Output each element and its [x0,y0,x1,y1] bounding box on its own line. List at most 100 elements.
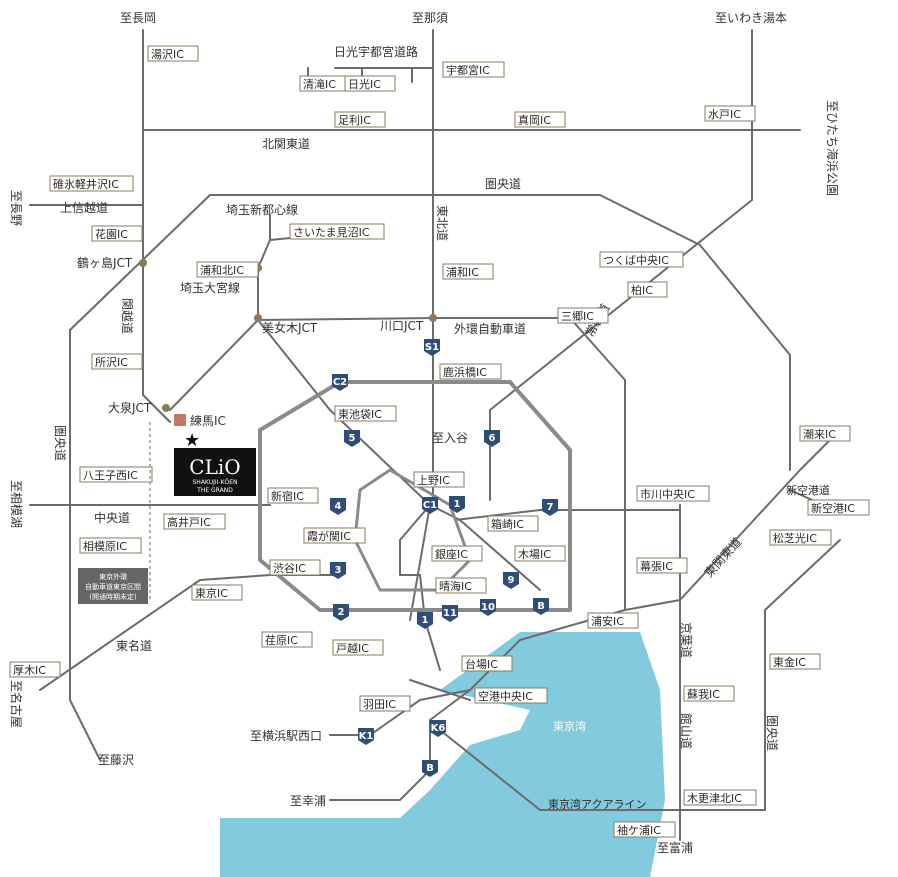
ic-moka: 真岡IC [514,111,566,128]
ic-takaido: 高井戸IC [163,513,226,530]
ic-kasumigaseki: 霞が関IC [303,527,366,544]
svg-text:C2: C2 [333,377,347,388]
svg-text:台場IC: 台場IC [465,657,498,671]
road-aqualine: 東京湾アクアライン [548,797,646,811]
svg-text:鹿浜橋IC: 鹿浜橋IC [443,365,487,379]
ic-hakozaki: 箱崎IC [487,515,539,532]
svg-text:宇都宮IC: 宇都宮IC [446,63,490,77]
svg-text:B: B [426,763,434,774]
svg-text:S1: S1 [425,342,439,353]
svg-text:B: B [537,601,545,612]
route-badge-r10: 10 [480,599,496,616]
dest-iwaki: 至いわき湯本 [715,11,787,25]
ic-kukochuo: 空港中央IC [474,687,548,704]
ic-yuzawa: 湯沢IC [147,45,199,62]
ic-ginza: 銀座IC [431,545,483,562]
svg-text:10: 10 [481,602,495,613]
ic-nerima: 練馬IC [190,414,226,428]
svg-text:戸越IC: 戸越IC [336,641,369,655]
ic-matsushiba: 松芝光IC [769,529,832,546]
svg-text:5: 5 [349,433,356,444]
ic-togane: 東金IC [769,653,821,670]
ic-urawa: 浦和IC [442,263,494,280]
route-badge-rb2: B [422,760,438,777]
svg-text:八王子西IC: 八王子西IC [83,469,138,482]
svg-text:K6: K6 [431,723,446,734]
ic-sagamihara: 相模原IC [79,537,142,554]
clio-logo: CLiO SHAKUJII-KŌEN THE GRAND [174,448,256,496]
ic-kashiwa: 柏IC [627,281,668,298]
dest-nasu: 至那須 [412,11,448,25]
ic-togoshi: 戸越IC [332,639,384,656]
ic-shikahamabashi: 鹿浜橋IC [439,363,502,380]
svg-text:新空港IC: 新空港IC [811,501,855,515]
svg-text:東金IC: 東金IC [773,655,806,669]
svg-text:空港中央IC: 空港中央IC [478,689,533,703]
ic-tokyo: 東京IC [191,584,243,601]
ic-usui: 碓氷軽井沢IC [49,175,134,192]
svg-text:浦安IC: 浦安IC [591,614,624,628]
tokyo-bay-water [220,632,665,877]
svg-text:渋谷IC: 渋谷IC [273,562,306,575]
ic-shibuya: 渋谷IC [269,559,321,576]
ic-daiba: 台場IC [461,655,513,672]
route-badge-s1: S1 [424,339,440,356]
dest-tomiura: 至富浦 [657,840,693,855]
svg-text:11: 11 [443,608,457,619]
road-tomei: 東名道 [116,638,152,653]
svg-text:柏IC: 柏IC [631,283,653,297]
svg-text:銀座IC: 銀座IC [435,547,468,561]
road-kenou-left: 圏央道 [53,425,67,461]
jct-tsurugashima: 鶴ヶ島JCT [77,255,133,270]
svg-text:碓氷軽井沢IC: 碓氷軽井沢IC [53,177,119,191]
route-badge-r9: 9 [503,572,519,589]
ic-misato: 三郷IC [557,307,609,324]
svg-text:7: 7 [547,502,554,513]
route-badge-r1b: 1 [417,612,433,629]
svg-text:C1: C1 [423,500,437,511]
logo-sub2: THE GRAND [196,487,233,494]
road-labels: 日光宇都宮道路 北関東道 圏央道 上信越道 埼玉新都心線 埼玉大宮線 東北道 関… [53,44,830,811]
ic-higashiikebukuro: 東池袋IC [334,405,397,422]
destination-labels: 至長岡 至那須 至いわき湯本 至ひたち海浜公園 至長野 至相模湖 至名古屋 至藤… [9,11,840,855]
dest-sachiura: 至幸浦 [290,794,326,808]
ic-kisarazukita: 木更津北IC [683,789,757,806]
ic-haneda: 羽田IC [359,695,411,712]
road-kanetsu: 関越道 [120,298,134,334]
route-badge-k6: K6 [430,720,446,737]
route-badge-k1: K1 [358,728,374,745]
route-badge-c2: C2 [332,374,348,391]
svg-text:袖ケ浦IC: 袖ケ浦IC [617,823,661,837]
road-joshinetsu: 上信越道 [60,201,108,215]
svg-text:木更津北IC: 木更津北IC [687,792,742,805]
ic-utsunomiya: 宇都宮IC [442,61,505,78]
svg-text:東京IC: 東京IC [195,586,228,600]
svg-text:日光IC: 日光IC [348,77,381,91]
svg-text:4: 4 [335,501,342,512]
svg-text:清滝IC: 清滝IC [303,78,336,91]
svg-text:真岡IC: 真岡IC [518,113,551,127]
ic-urayasu: 浦安IC [587,612,639,629]
svg-text:霞が関IC: 霞が関IC [307,529,351,543]
label-tokyo-bay: 東京湾 [553,719,586,733]
route-badge-r7: 7 [542,499,558,516]
jct-kawaguchi: 川口JCT [380,319,424,333]
route-badge-r3: 3 [330,562,346,579]
ic-shinjuku: 新宿IC [267,487,319,504]
jct-bijogi: 美女木JCT [262,320,318,335]
svg-text:湯沢IC: 湯沢IC [151,47,184,61]
svg-text:水戸IC: 水戸IC [708,108,741,121]
svg-text:蘇我IC: 蘇我IC [687,688,720,701]
route-badge-r2: 2 [333,604,349,621]
ring-c1 [353,468,472,592]
svg-text:6: 6 [489,433,496,444]
ic-makuhari: 幕張IC [636,557,688,574]
dest-yokohama: 至横浜駅西口 [250,729,322,743]
svg-text:木場IC: 木場IC [518,548,551,561]
svg-text:足利IC: 足利IC [338,114,371,127]
route-badge-r5: 5 [344,430,360,447]
svg-text:晴海IC: 晴海IC [439,579,472,593]
road-kitakanto: 北関東道 [262,137,310,151]
ic-kiba: 木場IC [514,545,566,562]
